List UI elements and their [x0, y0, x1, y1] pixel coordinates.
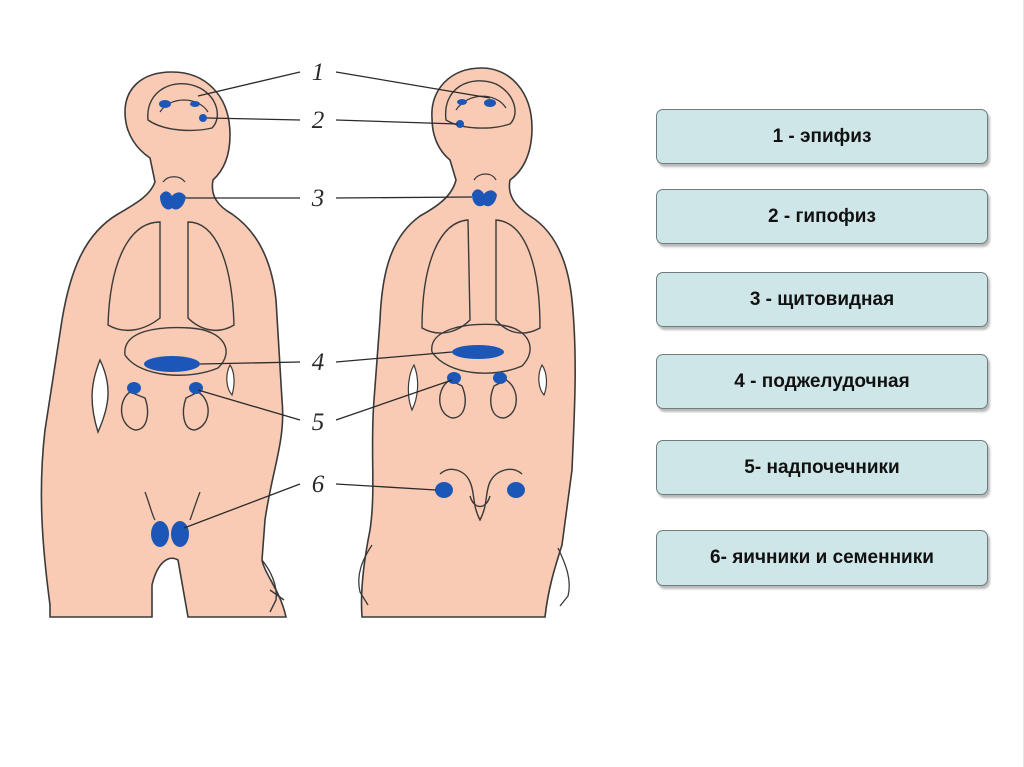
- leader-6-left: [183, 483, 301, 529]
- female-arm-gap-right: [538, 363, 548, 397]
- leader-5-right: [335, 379, 453, 421]
- female-pituitary-gland: [456, 120, 464, 128]
- leader-2-right: [335, 119, 459, 125]
- male-brain: [147, 83, 219, 132]
- male-testis-left: [151, 521, 169, 547]
- male-pineal-gland: [159, 100, 171, 108]
- male-pineal-gland-2: [190, 101, 200, 107]
- marker-1: 1: [312, 59, 325, 86]
- legend-item-thyroid: 3 - щитовидная: [656, 272, 988, 327]
- female-pineal-gland-2: [484, 99, 496, 107]
- legend-item-label: 1 - эпифиз: [772, 125, 872, 147]
- female-pancreas: [452, 345, 504, 359]
- leader-3-right: [335, 196, 473, 199]
- legend-item-label: 2 - гипофиз: [768, 205, 876, 227]
- leader-4-left: [199, 361, 301, 365]
- male-lung-right: [187, 221, 235, 332]
- leader-4-right: [335, 351, 453, 363]
- female-thyroid-outline: [473, 173, 497, 181]
- legend-item-gonads: 6- яичники и семенники: [656, 530, 988, 586]
- marker-3: 3: [311, 185, 325, 212]
- number-markers: 1 2 3 4 5 6: [311, 59, 325, 498]
- marker-4: 4: [312, 349, 325, 376]
- female-hand-left: [358, 544, 373, 606]
- male-testis-right: [171, 521, 189, 547]
- female-lung-left: [421, 219, 471, 334]
- male-pituitary-gland: [199, 114, 207, 122]
- leader-2-left: [206, 117, 301, 121]
- marker-6: 6: [312, 471, 325, 498]
- female-brain: [445, 80, 516, 129]
- legend-item-pineal: 1 - эпифиз: [656, 109, 988, 164]
- endocrine-glands-diagram: 1 2 3 4 5 6: [40, 59, 576, 618]
- male-lung-left: [107, 221, 161, 332]
- female-glands: [435, 99, 525, 498]
- female-figure: [358, 67, 576, 618]
- male-arm-gap-right: [226, 363, 235, 397]
- female-pineal-gland: [457, 99, 467, 105]
- male-stomach: [124, 326, 227, 376]
- legend-item-label: 6- яичники и семенники: [710, 547, 934, 568]
- male-adrenal-right: [189, 382, 203, 394]
- female-ovary-right: [507, 482, 525, 498]
- legend-item-pancreas: 4 - поджелудочная: [656, 354, 988, 409]
- female-adrenal-left: [447, 372, 461, 384]
- male-body-outline: [40, 71, 287, 618]
- female-lung-right: [495, 219, 541, 334]
- female-arm-gap: [407, 363, 419, 412]
- legend-item-label: 3 - щитовидная: [749, 288, 895, 310]
- leader-1-right: [335, 71, 491, 99]
- leader-lines: [183, 71, 491, 529]
- male-thyroid-outline: [162, 176, 186, 183]
- female-adrenal-right: [493, 372, 507, 384]
- male-thyroid-gland: [160, 191, 186, 210]
- male-arm-gap: [91, 358, 109, 434]
- male-figure: [40, 71, 287, 618]
- legend-item-label: 5- надпочечники: [744, 456, 900, 478]
- leader-5-left: [197, 389, 301, 421]
- female-kidney-right: [490, 379, 517, 419]
- female-body-outline: [360, 67, 576, 618]
- legend-item-label: 4 - поджелудочная: [734, 370, 910, 392]
- male-groin: [144, 491, 201, 521]
- male-brain-fold: [159, 99, 209, 113]
- legend-item-pituitary: 2 - гипофиз: [656, 189, 988, 244]
- leader-1-left: [197, 71, 301, 97]
- male-kidney-right: [182, 391, 209, 431]
- female-ovary-left: [435, 482, 453, 498]
- leader-6-right: [335, 483, 437, 491]
- female-thyroid-gland: [472, 189, 497, 207]
- female-kidney-left: [439, 379, 466, 419]
- male-pancreas: [144, 356, 200, 372]
- legend-item-adrenal: 5- надпочечники: [656, 440, 988, 495]
- male-hand: [261, 559, 285, 613]
- male-adrenal-left: [127, 382, 141, 394]
- marker-5: 5: [312, 409, 325, 436]
- female-stomach: [431, 323, 531, 374]
- female-hand-right: [557, 547, 570, 607]
- female-uterus: [439, 468, 523, 522]
- male-kidney-left: [120, 391, 149, 431]
- marker-2: 2: [312, 107, 325, 134]
